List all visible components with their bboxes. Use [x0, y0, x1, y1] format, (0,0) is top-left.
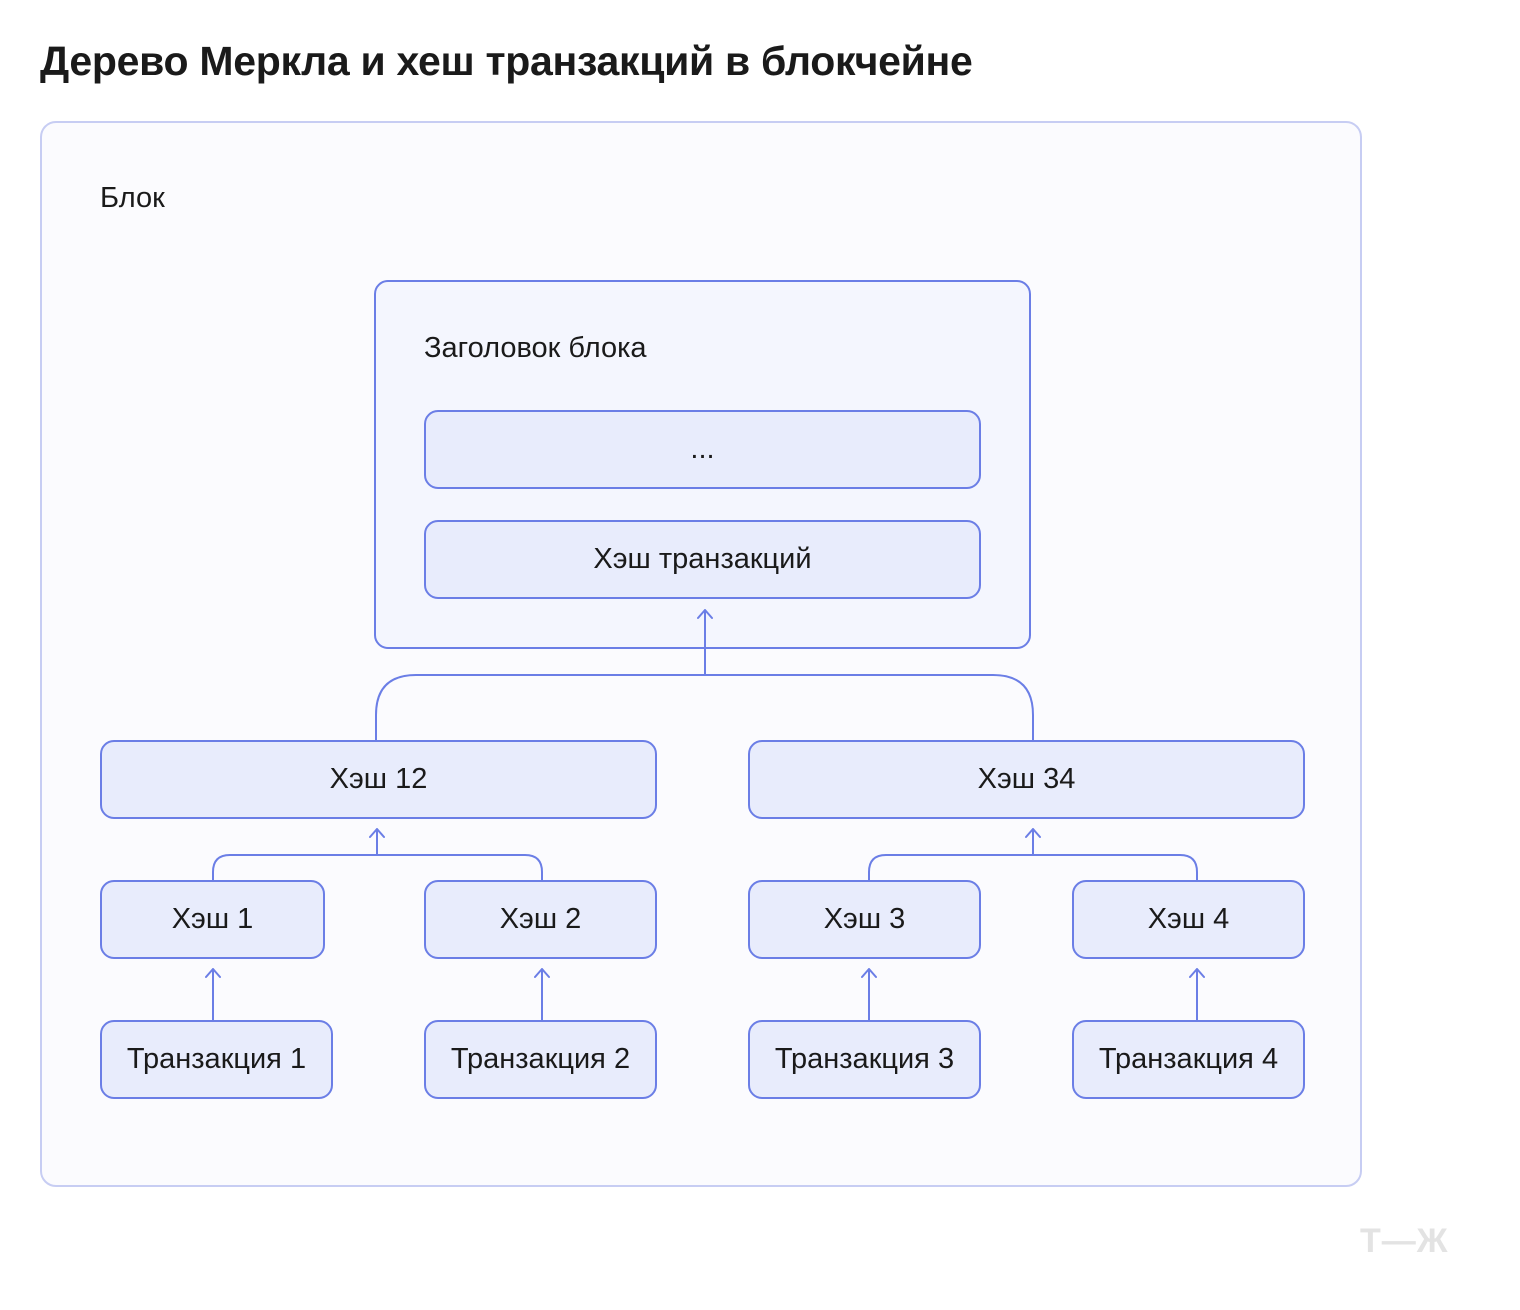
transaction-4-node: Транзакция 4: [1072, 1020, 1305, 1099]
transaction-2-node: Транзакция 2: [424, 1020, 657, 1099]
hash-2-node: Хэш 2: [424, 880, 657, 959]
block-label: Блок: [100, 182, 165, 214]
hash-1-node: Хэш 1: [100, 880, 325, 959]
hash-3-node: Хэш 3: [748, 880, 981, 959]
block-header-label: Заголовок блока: [424, 332, 647, 364]
transaction-1-node: Транзакция 1: [100, 1020, 333, 1099]
header-ellipsis-field: ...: [424, 410, 981, 489]
hash-34-node: Хэш 34: [748, 740, 1305, 819]
hash-12-node: Хэш 12: [100, 740, 657, 819]
brand-logo: Т—Ж: [1360, 1222, 1449, 1260]
header-tx-hash-field: Хэш транзакций: [424, 520, 981, 599]
transaction-3-node: Транзакция 3: [748, 1020, 981, 1099]
diagram-title: Дерево Меркла и хеш транзакций в блокчей…: [40, 38, 973, 84]
hash-4-node: Хэш 4: [1072, 880, 1305, 959]
